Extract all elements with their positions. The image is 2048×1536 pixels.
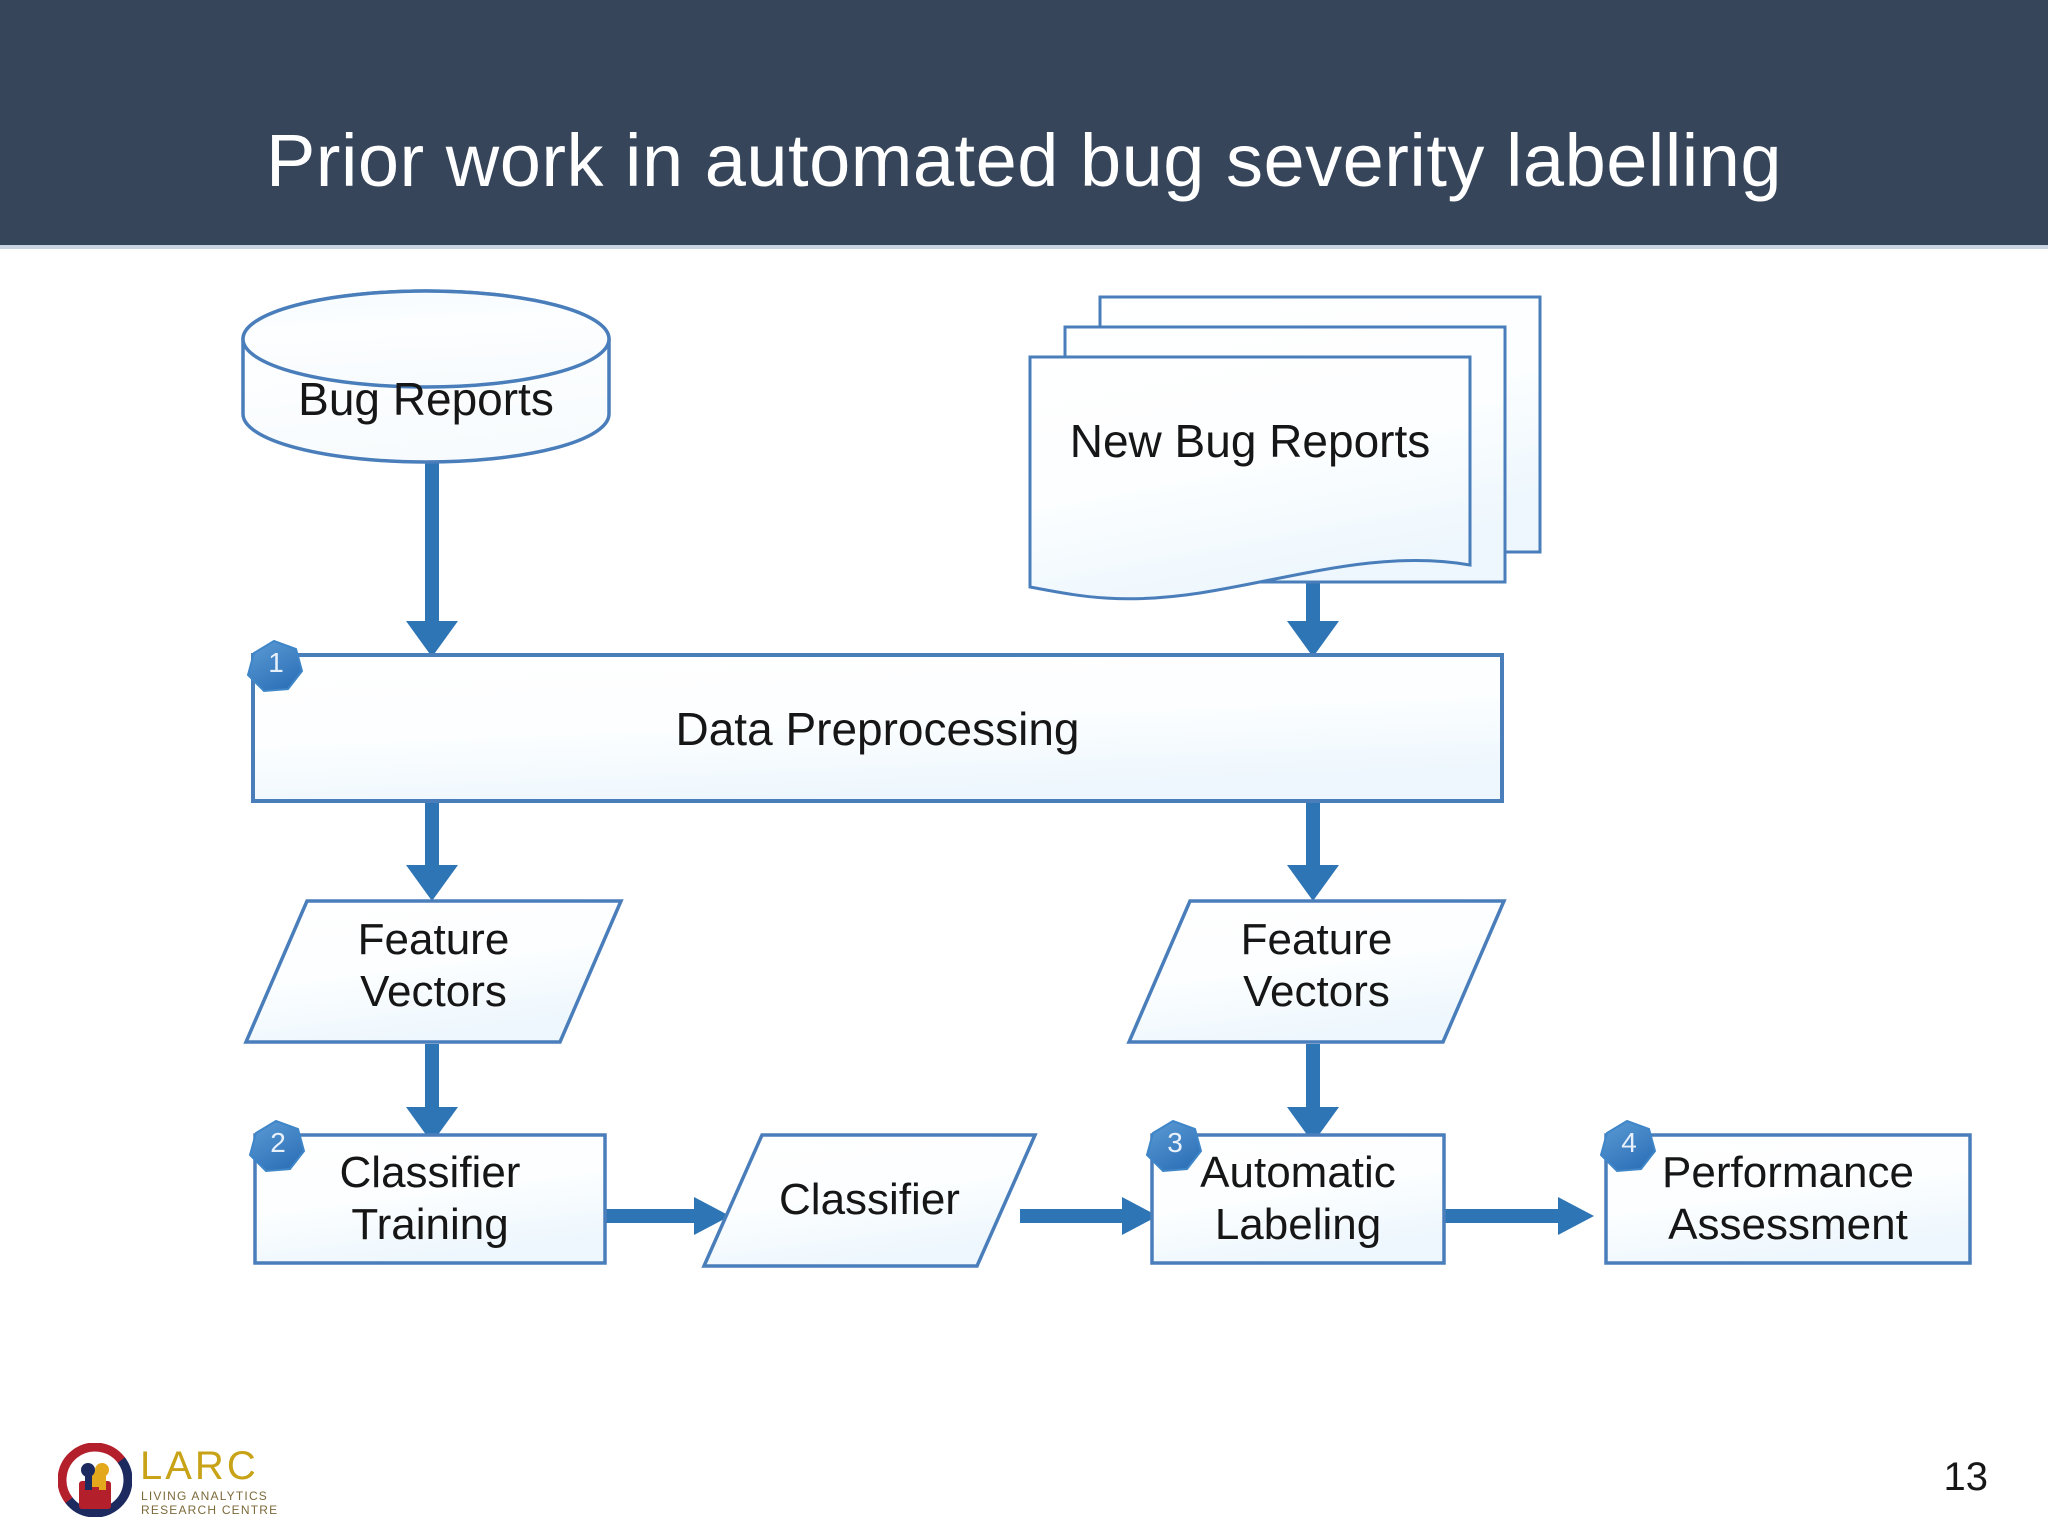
badge-4 xyxy=(1599,1119,1657,1173)
edge-bugreports-to-preprocessing xyxy=(406,429,458,657)
node-automatic-labeling[interactable] xyxy=(1150,1133,1446,1265)
edge-preprocessing-to-featurevectors-right xyxy=(1287,799,1339,901)
edge-classifier-to-automaticlabeling xyxy=(1020,1197,1158,1235)
connector-group xyxy=(406,429,1594,1235)
node-feature-vectors-left[interactable] xyxy=(243,899,624,1044)
flowchart-canvas xyxy=(241,289,1972,1268)
edge-featurevectors-to-automaticlabeling xyxy=(1287,1044,1339,1143)
larc-name: LARC xyxy=(140,1444,259,1488)
node-performance-assessment[interactable] xyxy=(1604,1133,1972,1265)
title-banner: Prior work in automated bug severity lab… xyxy=(0,0,2048,249)
larc-logo: LARC LIVING ANALYTICS RESEARCH CENTRE xyxy=(58,1443,288,1517)
node-data-preprocessing[interactable] xyxy=(251,653,1504,803)
edge-automaticlabeling-to-performanceassessment xyxy=(1440,1197,1594,1235)
edge-featurevectors-to-classifiertraining xyxy=(406,1044,458,1143)
node-classifier[interactable] xyxy=(701,1133,1038,1268)
node-bug-reports[interactable] xyxy=(241,289,611,464)
larc-subtitle-line1: LIVING ANALYTICS xyxy=(141,1489,269,1503)
flowchart-diagram: Bug Reports New Bug Reports Data Preproc… xyxy=(0,249,2048,1399)
node-new-bug-reports[interactable] xyxy=(1028,295,1542,601)
badge-3 xyxy=(1145,1119,1203,1173)
page-title: Prior work in automated bug severity lab… xyxy=(265,119,1783,202)
badge-1 xyxy=(246,639,304,693)
page-number: 13 xyxy=(1943,1455,1989,1499)
badge-2 xyxy=(248,1119,306,1173)
edge-preprocessing-to-featurevectors-left xyxy=(406,799,458,901)
edge-classifiertraining-to-classifier xyxy=(605,1197,730,1235)
larc-wordmark: LARC LIVING ANALYTICS RESEARCH CENTRE xyxy=(140,1444,290,1517)
larc-emblem-icon xyxy=(58,1443,132,1517)
node-classifier-training[interactable] xyxy=(253,1133,607,1265)
node-feature-vectors-right[interactable] xyxy=(1126,899,1507,1044)
larc-subtitle-line2: RESEARCH CENTRE xyxy=(141,1503,279,1517)
